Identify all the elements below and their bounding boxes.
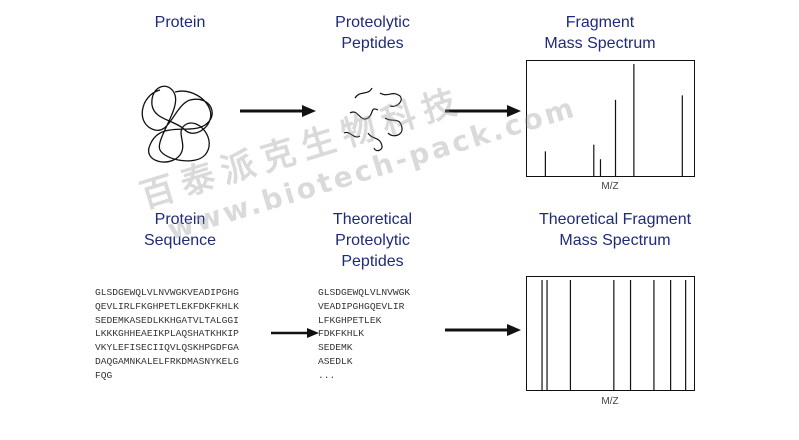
sequence-line: SEDEMKASEDLKKHGATVLTALGGI — [95, 314, 239, 326]
folded-protein-illustration — [141, 85, 213, 163]
sequence-line: LKKKGHHEAEIKPLAQSHATKHKIP — [95, 328, 239, 340]
peptide-item: ASEDLK — [318, 355, 353, 367]
peptide-fragments-illustration — [343, 87, 403, 152]
arrow-protein-to-peptides — [240, 105, 316, 117]
peptide-item: VEADIPGHGQEVLIR — [318, 300, 405, 312]
arrow-sequence-to-peptides — [271, 328, 319, 338]
bottom-spectrum-xlabel: M/Z — [601, 396, 619, 407]
peptide-item: ... — [318, 369, 336, 381]
fragment-spectrum-label: Fragment Mass Spectrum — [544, 14, 656, 52]
theoretical-mass-spectrum-plot — [526, 276, 695, 391]
arrow-peptides-to-spectrum — [445, 105, 521, 117]
theoretical-spectrum-label: Theoretical Fragment Mass Spectrum — [538, 211, 692, 249]
sequence-line: FQG — [95, 369, 113, 381]
fragment-mass-spectrum-plot — [526, 60, 695, 177]
protein-label: Protein — [154, 14, 206, 31]
sequence-line: DAQGAMNKALELFRKDMASNYKELG — [95, 355, 239, 367]
proteolytic-peptides-label: Proteolytic Peptides — [335, 14, 410, 52]
theoretical-peptides-list: GLSDGEWQLVLNVWGK VEADIPGHGQEVLIR LFKGHPETL… — [318, 286, 410, 383]
protein-sequence-label: Protein Sequence — [143, 211, 217, 249]
sequence-line: GLSDGEWQLVLNVWGKVEADIPGHG — [95, 287, 239, 298]
peptide-item: LFKGHPETLEK — [318, 314, 382, 326]
peptide-item: FDKFKHLK — [318, 328, 365, 340]
peptide-item: GLSDGEWQLVLNVWGK — [318, 287, 411, 298]
top-spectrum-xlabel: M/Z — [601, 181, 619, 192]
sequence-line: QEVLIRLFKGHPETLEKFDKFKHLK — [95, 300, 239, 312]
protein-sequence-text: GLSDGEWQLVLNVWGKVEADIPGHG QEVLIRLFKGHPETL… — [95, 286, 239, 383]
arrow-peptides-to-theoretical-spectrum — [445, 324, 521, 336]
theoretical-peptides-label: Theoretical Proteolytic Peptides — [332, 211, 413, 270]
peptide-item: SEDEMK — [318, 342, 353, 354]
sequence-line: VKYLEFISECIIQVLQSKHPGDFGA — [95, 342, 239, 354]
